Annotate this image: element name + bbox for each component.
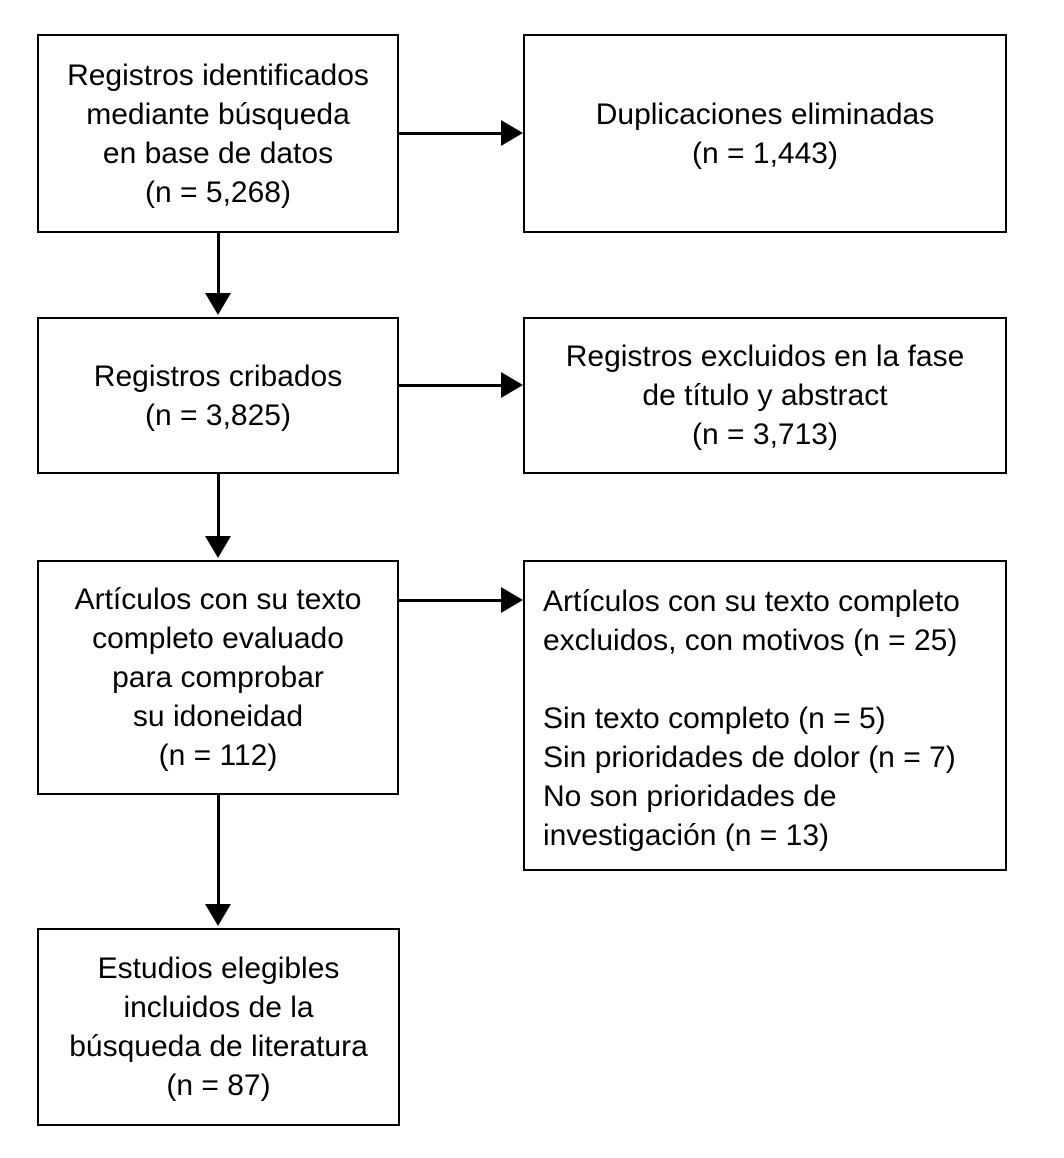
box-records-screened: Registros cribados (n = 3,825) xyxy=(37,317,399,474)
box-fulltext-excluded-text: Artículos con su texto completo excluido… xyxy=(543,585,960,852)
arrowhead-down-icon xyxy=(205,904,231,926)
box-records-identified-text: Registros identificados mediante búsqued… xyxy=(67,58,369,209)
box-records-screened-text: Registros cribados (n = 3,825) xyxy=(93,359,343,432)
arrowhead-right-icon xyxy=(501,372,523,398)
box-fulltext-excluded: Artículos con su texto completo excluido… xyxy=(523,560,1007,871)
box-records-identified: Registros identificados mediante búsqued… xyxy=(37,34,399,233)
box-studies-included: Estudios elegibles incluidos de la búsqu… xyxy=(37,928,400,1126)
arrow-line xyxy=(217,233,220,295)
arrowhead-down-icon xyxy=(205,293,231,315)
box-records-excluded-text: Registros excluidos en la fase de título… xyxy=(565,340,965,451)
arrow-line xyxy=(399,384,505,387)
box-duplicates-removed-text: Duplicaciones eliminadas (n = 1,443) xyxy=(595,97,935,170)
box-fulltext-assessed: Artículos con su texto completo evaluado… xyxy=(37,560,399,795)
arrow-line xyxy=(217,474,220,538)
arrow-line xyxy=(399,599,505,602)
arrow-line xyxy=(399,132,505,135)
arrowhead-down-icon xyxy=(205,536,231,558)
box-studies-included-text: Estudios elegibles incluidos de la búsqu… xyxy=(69,952,368,1102)
arrowhead-right-icon xyxy=(501,120,523,146)
box-duplicates-removed: Duplicaciones eliminadas (n = 1,443) xyxy=(523,34,1007,233)
box-fulltext-assessed-text: Artículos con su texto completo evaluado… xyxy=(74,583,362,772)
arrow-line xyxy=(217,795,220,906)
arrowhead-right-icon xyxy=(501,587,523,613)
box-records-excluded: Registros excluidos en la fase de título… xyxy=(523,317,1007,474)
